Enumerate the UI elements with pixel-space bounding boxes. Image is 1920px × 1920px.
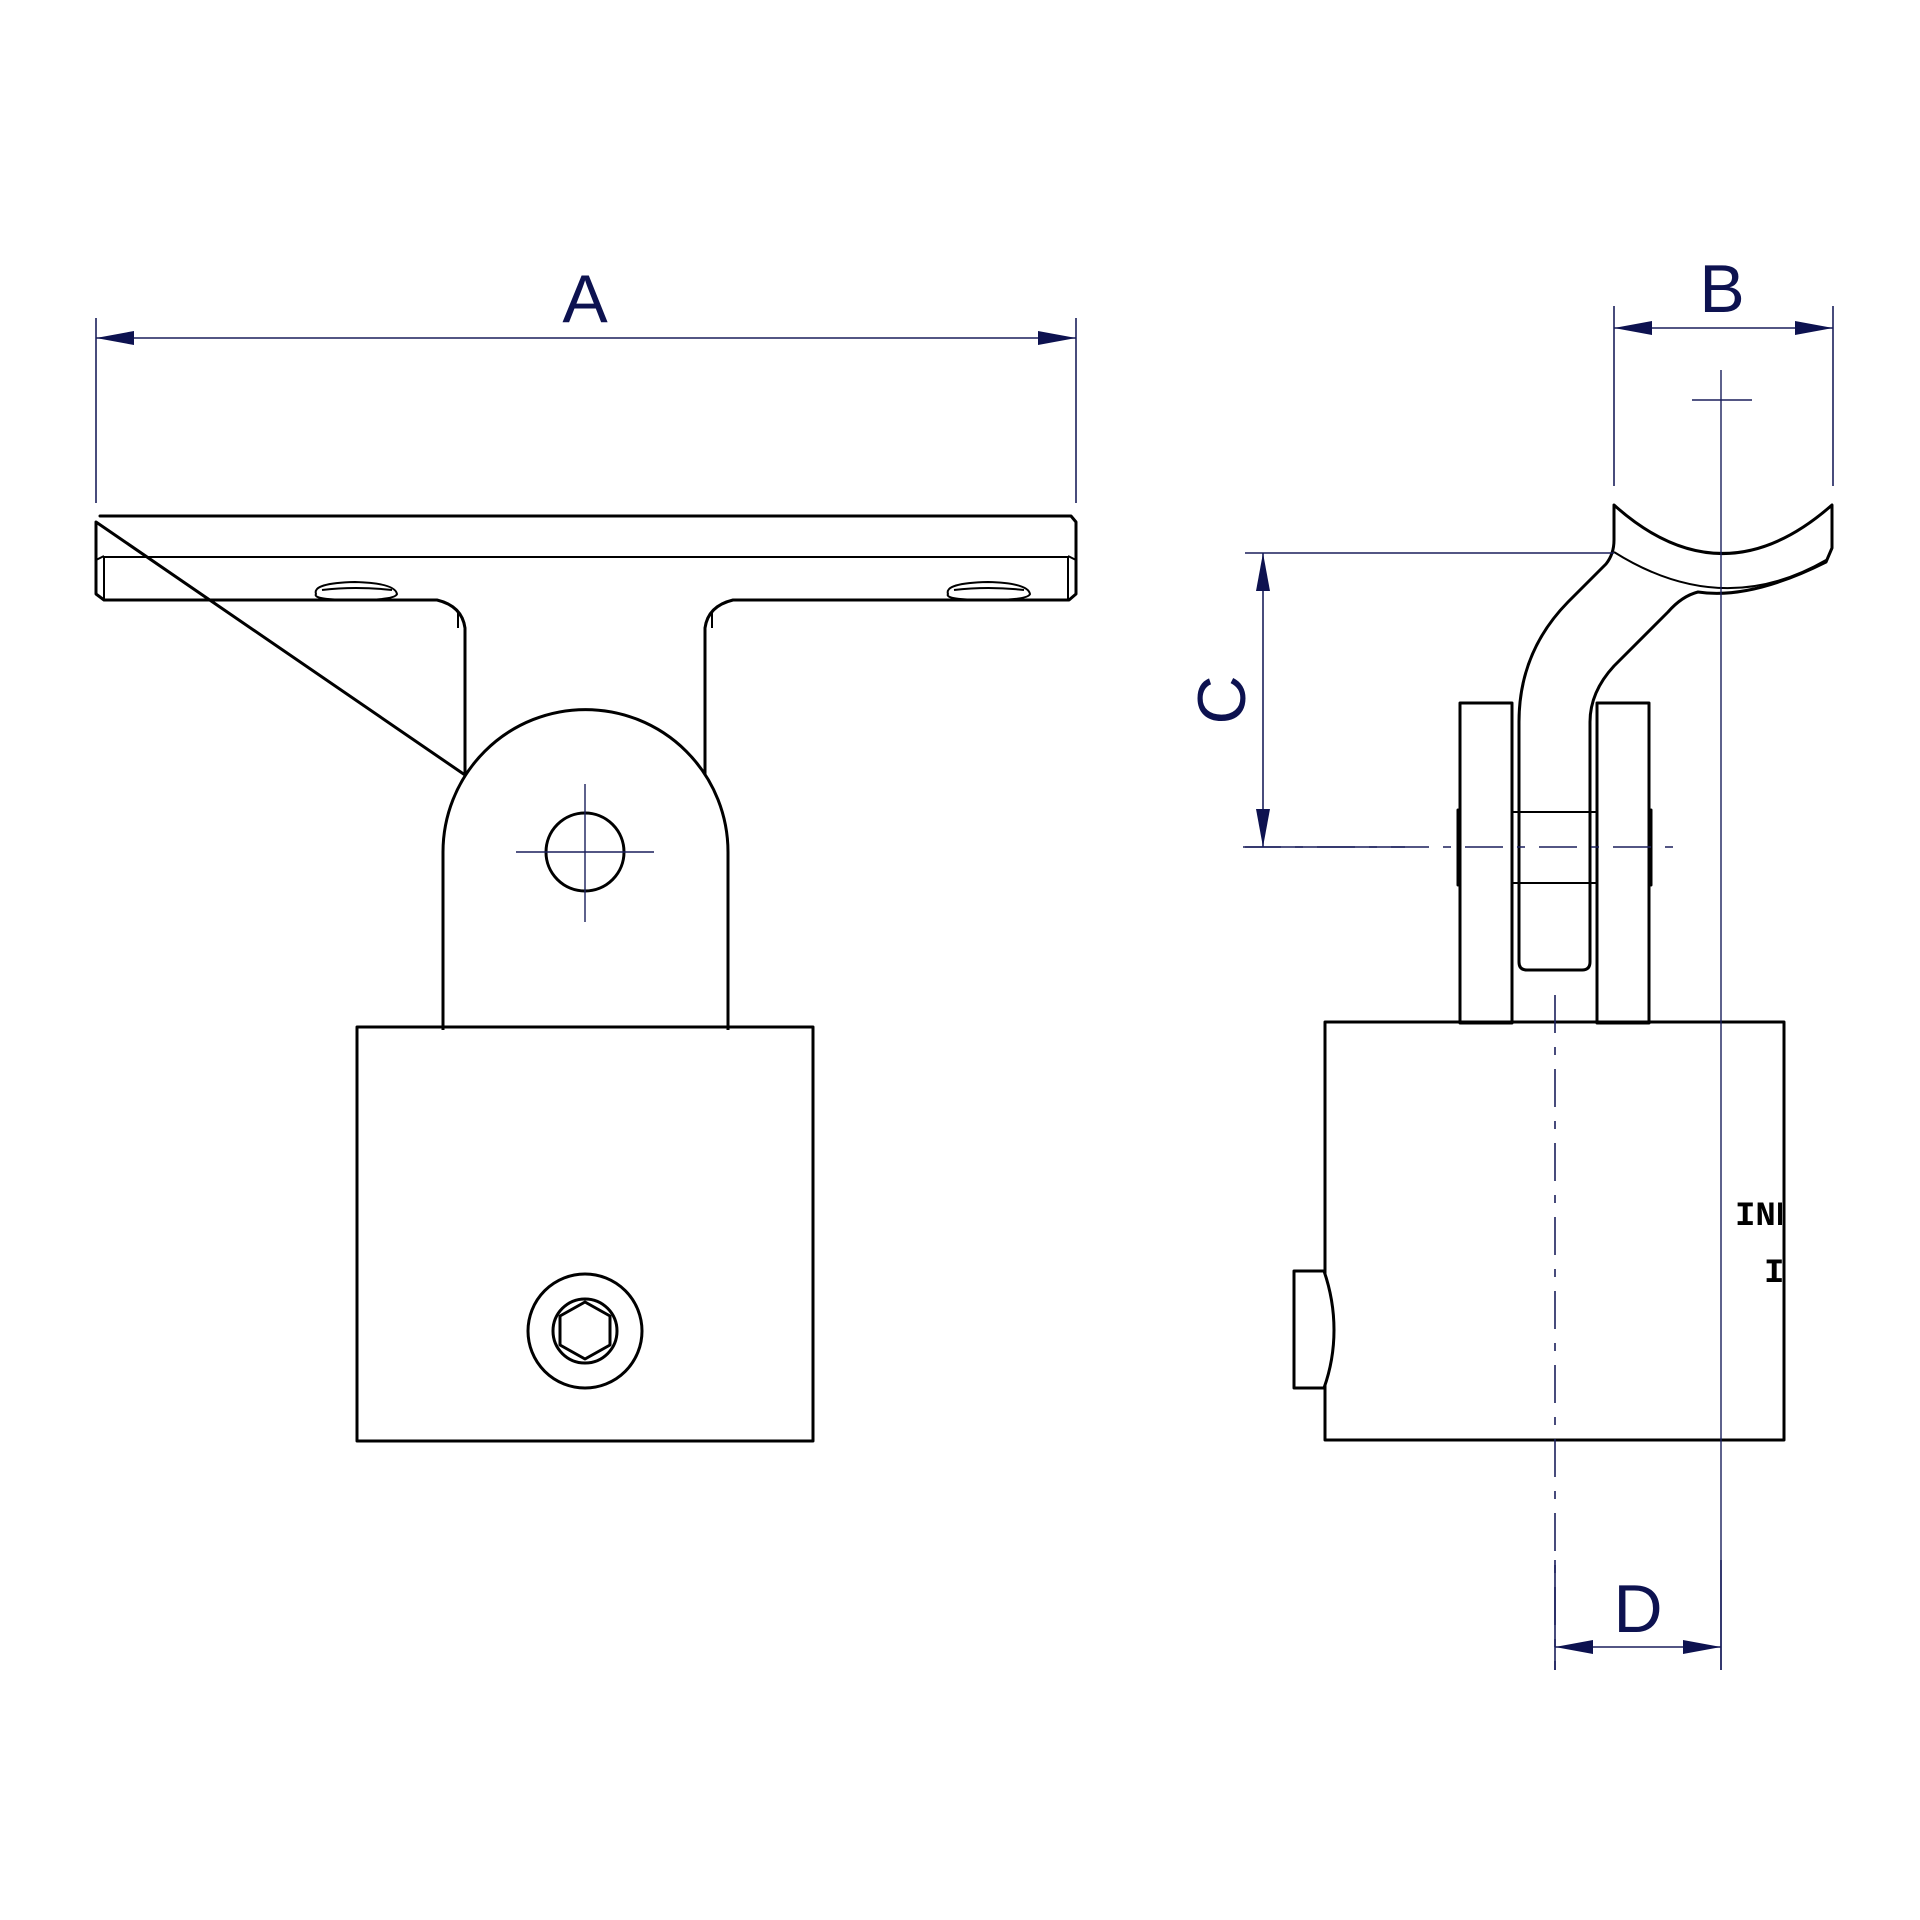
plate-chamfer-left (95, 555, 105, 561)
slot-hole-right (946, 580, 1032, 602)
engraving-line-2: IA (1764, 1255, 1805, 1293)
dim-b-arrow-left (1614, 321, 1652, 335)
dim-c-arrow-top (1256, 553, 1270, 591)
set-screw-outer (526, 1272, 644, 1390)
dim-c-arrow-bottom (1256, 809, 1270, 847)
dim-a-arrow-left (96, 331, 134, 345)
clevis-plate-left (1458, 701, 1514, 1025)
slot-hole-left-inner (321, 587, 393, 591)
hex-socket-icon (558, 1300, 612, 1361)
dim-label-b: B (1699, 251, 1744, 327)
side-view: INE IA B C D (1184, 251, 1834, 1670)
set-screw-side (1292, 1269, 1336, 1390)
base-block (355, 1025, 815, 1443)
dim-label-d: D (1613, 1571, 1662, 1647)
slot-hole-left (314, 580, 399, 602)
engraving-line-1: INE (1735, 1198, 1796, 1236)
plate-chamfer-right (1067, 555, 1077, 561)
dim-d-arrow-left (1555, 1640, 1593, 1654)
set-screw-inner (551, 1297, 619, 1365)
handrail-saddle (1517, 503, 1834, 972)
clevis-plate-right (1595, 701, 1651, 1025)
dim-label-a: A (562, 261, 608, 337)
front-view: A (94, 261, 1078, 1443)
dim-label-c: C (1184, 675, 1260, 724)
dim-b-arrow-right (1795, 321, 1833, 335)
dim-d-arrow-right (1683, 1640, 1721, 1654)
slot-hole-right-inner (953, 587, 1025, 591)
mounting-plate (94, 514, 1078, 777)
dim-a-arrow-right (1038, 331, 1076, 345)
